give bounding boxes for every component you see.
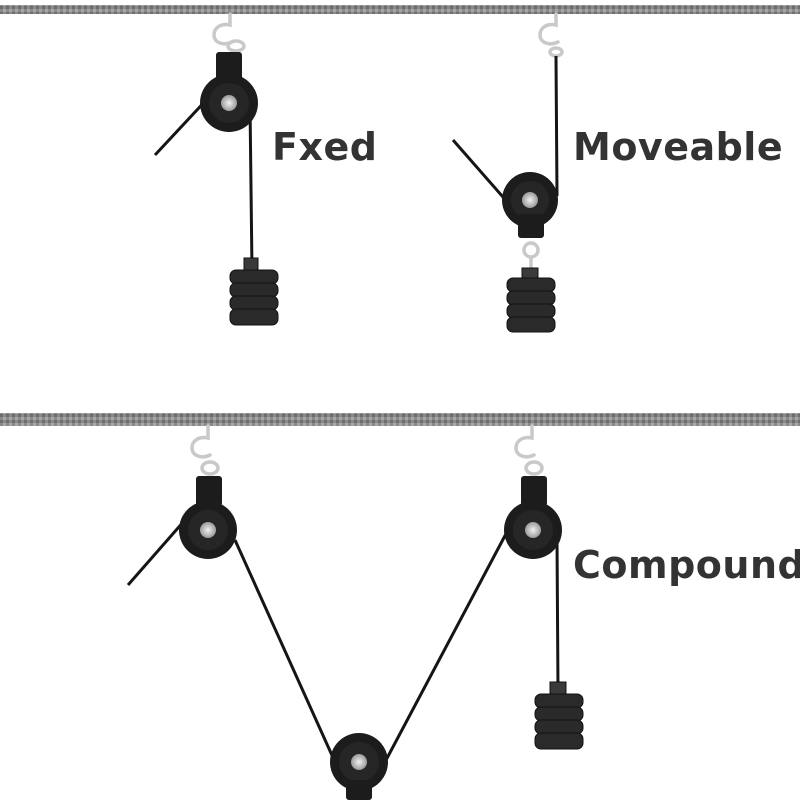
- rope-icon: [126, 519, 187, 586]
- label-moveable-pulley: Moveable: [573, 125, 784, 169]
- moveable-pulley-assembly: [451, 12, 564, 333]
- ceiling-beam-top: [0, 5, 800, 14]
- fixed-pulley-assembly: [153, 12, 279, 326]
- hook-icon: [538, 12, 564, 58]
- rope-icon: [451, 139, 512, 206]
- weight-icon: [506, 267, 556, 333]
- rope-icon: [555, 539, 560, 691]
- weight-icon: [534, 681, 584, 750]
- rope-icon: [233, 539, 337, 763]
- pulley-icon: [330, 733, 388, 800]
- pulley-icon: [179, 476, 237, 559]
- pulley-icon: [504, 476, 562, 559]
- pulley-icon: [502, 172, 558, 238]
- rope-icon: [248, 104, 254, 271]
- hook-icon: [190, 424, 220, 476]
- hook-icon: [514, 424, 544, 476]
- label-fixed-pulley: Fxed: [272, 125, 378, 169]
- compound-pulley-assembly: [126, 424, 584, 800]
- ceiling-beam-bottom: [0, 413, 800, 426]
- label-compound-pulley: Compound: [573, 543, 800, 587]
- pulley-icon: [200, 52, 258, 132]
- rope-icon: [383, 529, 510, 763]
- rope-icon: [554, 55, 559, 197]
- hook-icon: [212, 12, 246, 53]
- weight-icon: [229, 257, 279, 326]
